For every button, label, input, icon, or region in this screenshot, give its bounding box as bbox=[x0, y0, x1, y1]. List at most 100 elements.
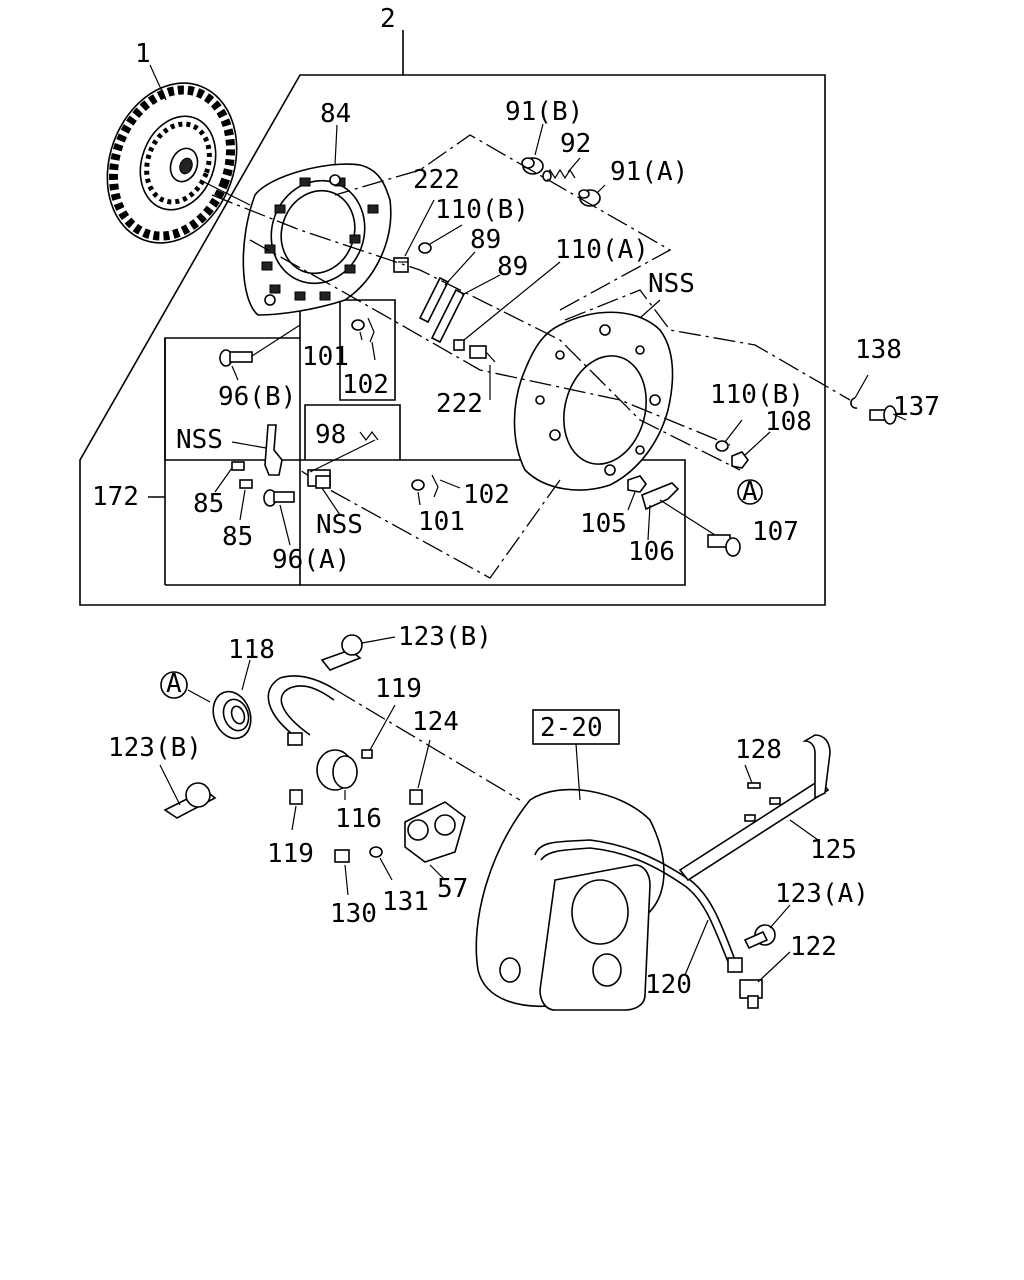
hose-fitting bbox=[287, 732, 303, 746]
pin-85-a bbox=[231, 461, 245, 471]
washer-101-a bbox=[351, 319, 365, 331]
label-102-b: 102 bbox=[463, 480, 510, 510]
bolt-137 bbox=[869, 405, 897, 425]
release-bearing-118 bbox=[212, 690, 252, 740]
label-89-b: 89 bbox=[497, 252, 528, 282]
label-120: 120 bbox=[645, 970, 692, 1000]
clutch-disc-1 bbox=[106, 82, 238, 244]
bleeder-119-top bbox=[361, 749, 373, 759]
bolt-96a bbox=[263, 489, 295, 507]
label-110b-top: 110(B) bbox=[435, 195, 529, 225]
label-107: 107 bbox=[752, 517, 799, 547]
bushing-91b bbox=[521, 157, 544, 175]
nut-110a bbox=[453, 339, 465, 351]
nut-108 bbox=[731, 451, 749, 469]
label-222-lower: 222 bbox=[436, 389, 483, 419]
bell-housing bbox=[475, 788, 665, 1011]
label-96b: 96(B) bbox=[218, 382, 296, 412]
label-92: 92 bbox=[560, 129, 591, 159]
label-118: 118 bbox=[228, 635, 275, 665]
hose-route bbox=[335, 689, 521, 801]
washer-110b-top bbox=[418, 242, 432, 254]
axis-line-mid bbox=[249, 239, 731, 446]
label-123b-top: 123(B) bbox=[398, 622, 492, 652]
nut-105 bbox=[627, 475, 647, 493]
release-shaft-125 bbox=[678, 734, 831, 882]
label-131: 131 bbox=[382, 887, 429, 917]
label-119-lower: 119 bbox=[267, 839, 314, 869]
clip-123b-top bbox=[320, 634, 363, 671]
assembly-2-frame bbox=[79, 74, 826, 606]
label-138: 138 bbox=[855, 335, 902, 365]
spring-102-a bbox=[367, 317, 375, 343]
label-96a: 96(A) bbox=[272, 545, 350, 575]
label-123a: 123(A) bbox=[775, 879, 869, 909]
label-172: 172 bbox=[92, 482, 139, 512]
label-119-top: 119 bbox=[375, 674, 422, 704]
bushing-91a bbox=[578, 189, 601, 207]
key-128 bbox=[747, 782, 761, 789]
pivot-block-nss bbox=[307, 469, 331, 489]
label-110b-right: 110(B) bbox=[710, 380, 804, 410]
label-116: 116 bbox=[335, 804, 382, 834]
hose bbox=[267, 675, 337, 741]
label-85-b: 85 bbox=[222, 522, 253, 552]
clip-123a bbox=[743, 924, 776, 950]
label-124: 124 bbox=[412, 707, 459, 737]
label-108: 108 bbox=[765, 407, 812, 437]
label-91b: 91(B) bbox=[505, 97, 583, 127]
label-125: 125 bbox=[810, 835, 857, 865]
release-lever-nss bbox=[264, 424, 283, 476]
label-106: 106 bbox=[628, 537, 675, 567]
label-137: 137 bbox=[893, 392, 940, 422]
pressure-plate-84 bbox=[242, 163, 392, 316]
bolt-222-lower bbox=[469, 345, 496, 363]
label-222-top: 222 bbox=[413, 165, 460, 195]
pin-85-b bbox=[239, 479, 253, 489]
label-nss-left: NSS bbox=[176, 425, 223, 455]
bolt-107 bbox=[707, 534, 741, 557]
axis-line bbox=[211, 194, 741, 471]
washer-131 bbox=[369, 846, 383, 858]
label-91a: 91(A) bbox=[610, 157, 688, 187]
label-130: 130 bbox=[330, 899, 377, 929]
label-2-20: 2-20 bbox=[540, 713, 603, 743]
washer-101-b bbox=[411, 479, 425, 491]
label-57: 57 bbox=[437, 874, 468, 904]
label-122: 122 bbox=[790, 932, 837, 962]
label-1: 1 bbox=[135, 39, 151, 69]
label-84: 84 bbox=[320, 99, 351, 129]
bolt-124 bbox=[409, 789, 423, 805]
washer-110b-right bbox=[715, 440, 729, 452]
bolt-222-top bbox=[393, 257, 409, 273]
label-nss-top: NSS bbox=[648, 269, 695, 299]
label-89-a: 89 bbox=[470, 225, 501, 255]
snap-ring-138 bbox=[850, 397, 858, 409]
label-a-bottom: A bbox=[166, 669, 182, 699]
ref-marker-a-bottom bbox=[160, 671, 188, 699]
label-123b-left: 123(B) bbox=[108, 733, 202, 763]
subbox-98 bbox=[304, 404, 401, 460]
label-101-a: 101 bbox=[302, 342, 349, 372]
label-nss-mid: NSS bbox=[316, 510, 363, 540]
label-a-top: A bbox=[742, 477, 758, 507]
clip-123b-left bbox=[163, 782, 217, 819]
label-85-a: 85 bbox=[193, 489, 224, 519]
label-110a: 110(A) bbox=[555, 235, 649, 265]
spring-98 bbox=[359, 431, 379, 441]
pipe-120 bbox=[534, 839, 736, 961]
release-fork-57 bbox=[404, 801, 466, 863]
union-122 bbox=[739, 979, 763, 1009]
plate-106 bbox=[641, 482, 680, 511]
axis-line-upper bbox=[334, 134, 672, 311]
bolt-130 bbox=[334, 849, 350, 863]
ref-marker-a-top bbox=[737, 479, 763, 505]
label-128: 128 bbox=[735, 735, 782, 765]
label-98: 98 bbox=[315, 420, 346, 450]
bleeder-119-lower bbox=[289, 789, 303, 805]
slave-cylinder-116 bbox=[316, 749, 358, 791]
bolt-96b bbox=[219, 349, 253, 367]
flywheel-housing-plate bbox=[513, 311, 674, 491]
